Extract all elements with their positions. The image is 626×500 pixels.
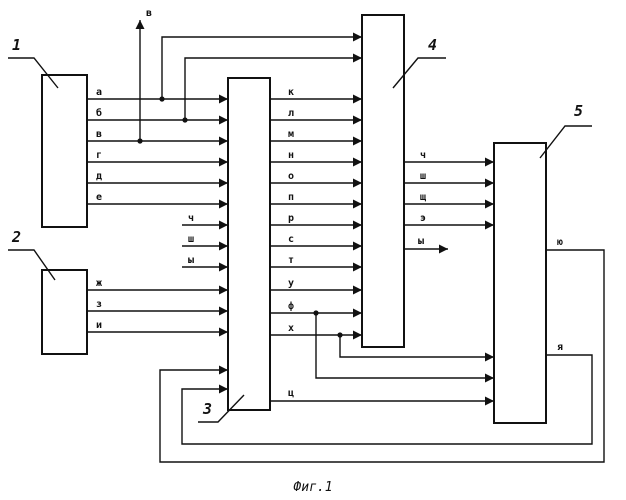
signal-label-shch-out: щ: [420, 192, 426, 203]
block-5: [494, 143, 546, 423]
signal-label-e-out: э: [420, 213, 426, 224]
block-4: [362, 15, 404, 347]
signal-label-u: у: [288, 278, 294, 289]
bus-block2-to-block3: ж з и: [87, 278, 228, 332]
junction-f: [313, 310, 318, 315]
junction-v: [137, 138, 142, 143]
block-1: [42, 75, 87, 227]
signal-label-ch-out: ч: [420, 150, 426, 161]
block-2: [42, 270, 87, 354]
tap-b-to-block4: [185, 58, 362, 120]
signal-label-g: г: [96, 150, 102, 161]
signal-label-l: л: [288, 108, 294, 119]
label-block-5: 5: [574, 102, 583, 120]
signal-label-f: ф: [288, 300, 294, 312]
bus-block3-to-block4: к л м н о п р с т у ф х: [270, 87, 362, 335]
signal-label-s: с: [288, 234, 294, 245]
signal-label-n: н: [288, 150, 294, 161]
signal-label-sh-in: ш: [188, 234, 194, 245]
bus-block1-to-block3: а б в г д е: [87, 87, 228, 204]
junction-b: [182, 117, 187, 122]
signal-label-ts: ц: [288, 388, 294, 399]
signal-label-k: к: [288, 87, 294, 98]
signal-label-ch-in: ч: [188, 213, 194, 224]
signal-label-d: д: [96, 171, 102, 182]
tap-label-v: в: [146, 8, 152, 19]
label-block-2: 2: [11, 228, 21, 246]
signal-label-zh: ж: [96, 278, 102, 289]
signal-label-y-out: ы: [418, 236, 424, 247]
bus-block4-to-block5: ч ш щ э ы: [404, 150, 494, 249]
signal-label-b: б: [96, 107, 102, 119]
signal-label-a: а: [96, 87, 102, 98]
signal-label-t: т: [288, 255, 294, 266]
block-3: [228, 78, 270, 410]
block3-extra-inputs: ч ш ы: [182, 213, 228, 267]
label-block-3: 3: [202, 400, 212, 418]
signal-label-ya: я: [557, 342, 563, 353]
signal-label-o: о: [288, 171, 294, 182]
signal-label-m: м: [288, 129, 294, 140]
signal-label-z: з: [96, 299, 102, 310]
junction-kh: [337, 332, 342, 337]
junction-a: [159, 96, 164, 101]
signal-label-yu: ю: [557, 237, 563, 248]
signal-label-p: п: [288, 192, 294, 203]
label-block-4: 4: [428, 36, 437, 54]
signal-label-sh-out: ш: [420, 171, 426, 182]
signal-label-i: и: [96, 320, 102, 331]
signal-label-y-in: ы: [188, 255, 194, 266]
signal-label-v: в: [96, 129, 102, 140]
label-block-1: 1: [12, 36, 21, 54]
signal-label-r: р: [288, 213, 294, 224]
leader-5: [540, 126, 592, 158]
signal-label-kh: х: [288, 323, 294, 334]
signal-label-e: е: [96, 192, 102, 203]
figure-caption: Фиг.1: [293, 480, 332, 495]
